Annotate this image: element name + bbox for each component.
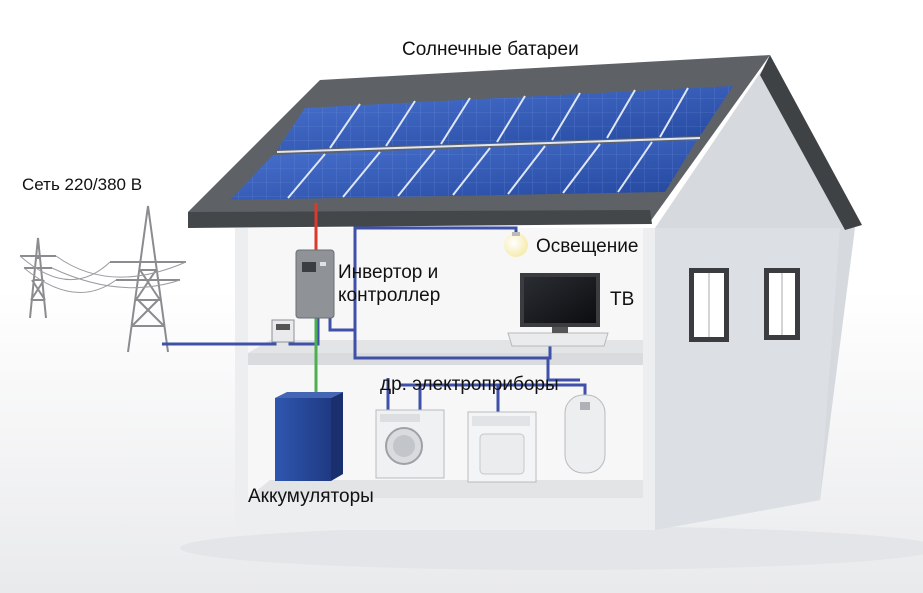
window-left — [689, 268, 729, 342]
solar-panels — [230, 86, 733, 200]
tv-label: ТВ — [610, 289, 635, 310]
washing-machine-icon — [375, 409, 445, 479]
ground-shadow — [180, 526, 923, 570]
window-right — [764, 268, 800, 340]
light-bulb-icon — [504, 232, 528, 257]
lower-floor — [248, 480, 643, 498]
inverter-box-icon — [295, 249, 335, 319]
tv-icon — [507, 273, 609, 347]
grid-label: Сеть 220/380 В — [22, 175, 143, 194]
power-lines — [19, 255, 187, 293]
lighting-label: Освещение — [536, 236, 639, 257]
dryer-icon — [467, 411, 537, 483]
inverter-label-line1: Инвертор и — [338, 262, 439, 283]
roof-edge — [760, 55, 862, 230]
water-heater-icon — [564, 394, 606, 474]
meter-box-icon — [271, 319, 295, 343]
power-tower-icon — [20, 205, 186, 353]
wires-blue — [162, 226, 587, 412]
house-side-wall — [655, 228, 840, 530]
inverter-label: Инвертор и контроллер — [338, 262, 440, 308]
appliances-label: др. электроприборы — [380, 374, 559, 395]
batteries-label: Аккумуляторы — [248, 486, 374, 507]
inverter-label-line2: контроллер — [338, 284, 441, 306]
battery-icon — [275, 392, 343, 481]
roof-eave — [188, 210, 652, 228]
solar-panels-label: Солнечные батареи — [402, 39, 579, 60]
